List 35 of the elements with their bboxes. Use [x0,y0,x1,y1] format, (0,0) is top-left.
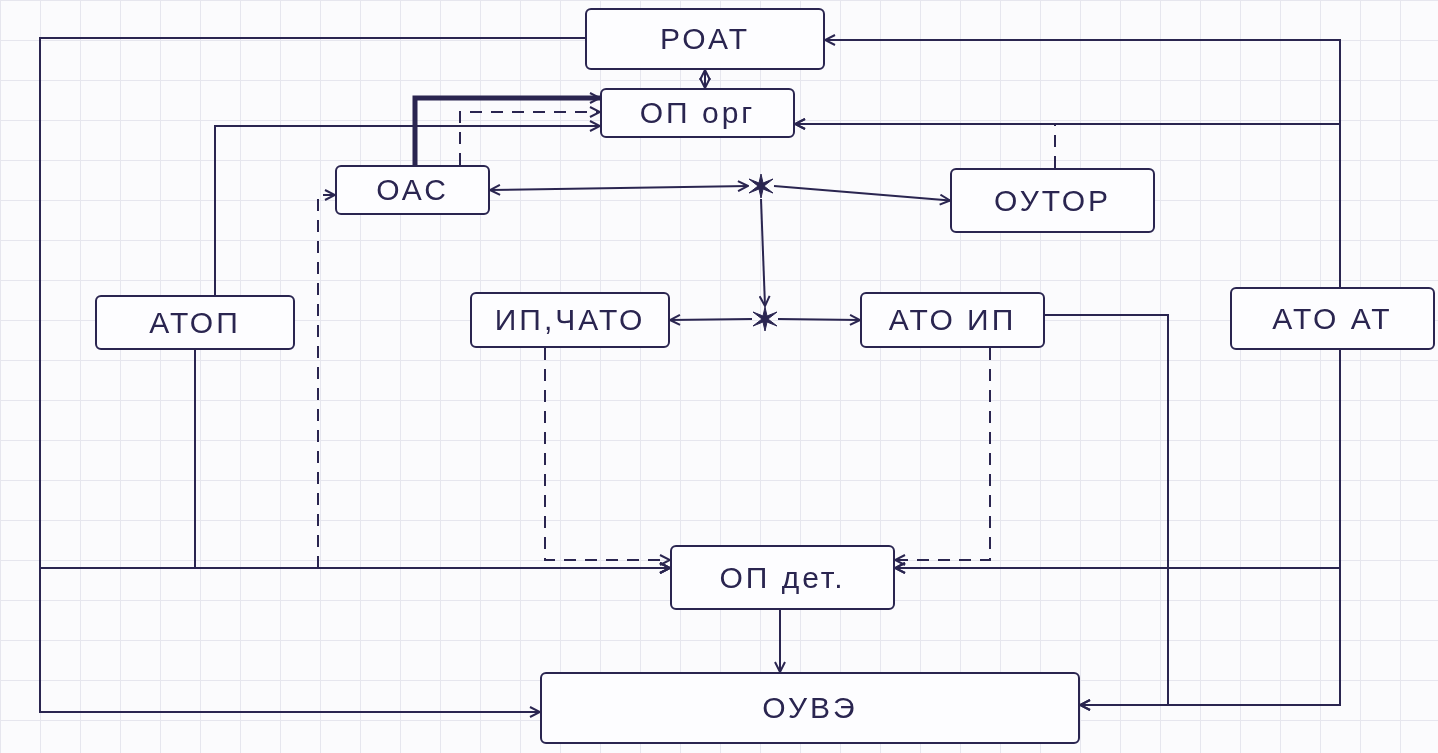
box-label: РОАТ [660,22,750,56]
arrow [489,180,749,196]
process-box [335,165,490,215]
box-label: ОП орг [639,96,756,130]
arrow [699,69,711,89]
arrow [774,609,786,673]
process-box [860,292,1045,348]
box-label: АТО ИП [888,303,1017,337]
box-label: АТОП [149,305,241,340]
box-label: ОУТОР [993,183,1112,218]
process-box [95,295,295,350]
process-box [585,8,825,70]
arrow [669,313,753,326]
arrow [777,313,861,326]
dashed-arrow [544,347,671,566]
arrow [214,120,601,296]
process-box [600,88,795,138]
junction-star [748,173,774,199]
box-label: АТО АТ [1272,301,1393,336]
junction-star [752,306,778,332]
arrow [773,185,951,206]
dashed-arrow [459,106,601,166]
box-label: ОП дет. [719,560,846,595]
thick-arrow [412,92,601,165]
box-label: ИП,ЧАТО [494,303,646,337]
process-box [950,168,1155,233]
arrow [758,198,771,307]
process-box [1230,287,1435,350]
process-box [540,672,1080,744]
process-box [670,545,895,610]
process-box [470,292,670,348]
dashed-arrow [894,347,991,566]
dashed-arrow [317,189,671,574]
box-label: ОАС [376,173,449,207]
box-label: ОУВЭ [762,691,858,725]
